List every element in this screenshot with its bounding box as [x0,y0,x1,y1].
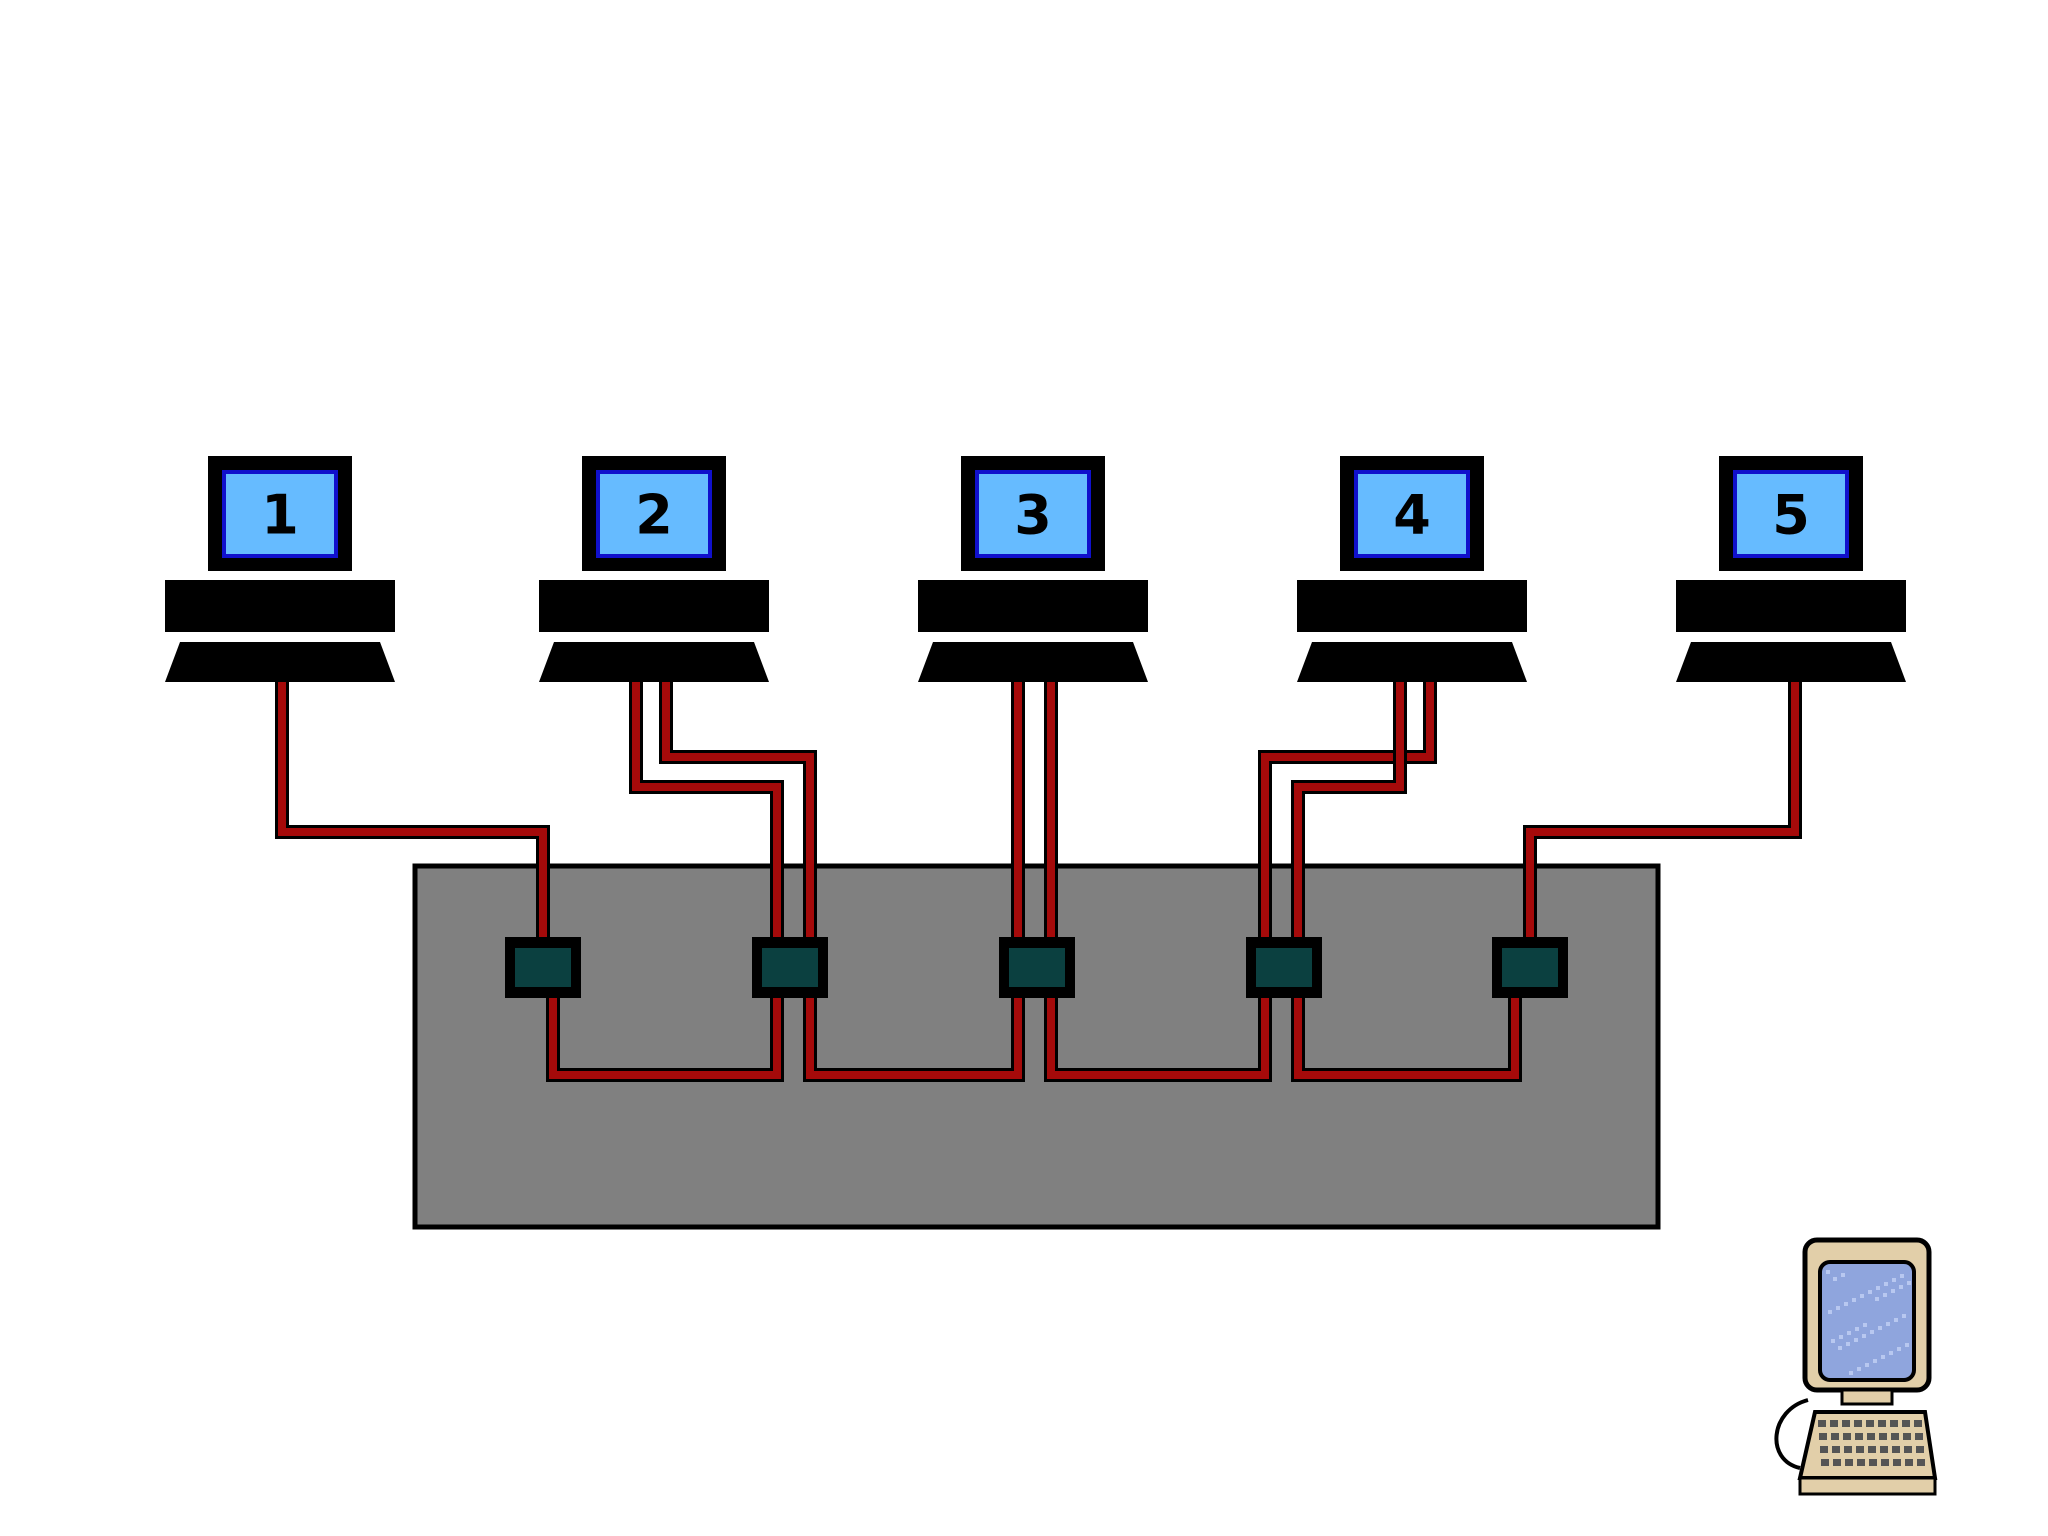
hub-layer [412,863,1661,1230]
system-unit [165,580,395,632]
system-unit [918,580,1148,632]
keyboard [918,642,1148,682]
hub-box [412,863,1661,1230]
computer-4: 4 [1297,456,1527,682]
computer-label: 4 [1393,484,1431,547]
computer-3: 3 [918,456,1148,682]
cable [1291,682,1407,945]
cable [275,682,550,945]
system-unit [539,580,769,632]
monitor-screen [1733,470,1849,558]
computers-layer: 1 2 3 4 5 [165,456,1906,682]
cable [1044,990,1272,1082]
cable [629,682,784,945]
cable [1291,990,1522,1082]
retro-computer-icon [1774,1237,1938,1496]
cable [803,990,1025,1082]
computer-5: 5 [1676,456,1906,682]
computer-label: 3 [1014,484,1052,547]
keyboard [539,642,769,682]
monitor-screen [975,470,1091,558]
hub-port-1 [505,937,581,998]
cable [1258,682,1437,945]
cables-layer [275,682,1802,1082]
system-unit [1676,580,1906,632]
computer-label: 5 [1772,484,1810,547]
cable [1523,682,1802,945]
computer-label: 2 [635,484,673,547]
cable [659,682,817,945]
hub-port-4 [1246,937,1322,998]
monitor-screen [1354,470,1470,558]
computer-1: 1 [165,456,395,682]
computer-label: 1 [261,484,299,547]
keyboard [1297,642,1527,682]
cable [546,990,784,1082]
keyboard [1676,642,1906,682]
hub-port-3 [999,937,1075,998]
monitor-screen [596,470,712,558]
computer-2: 2 [539,456,769,682]
hub-port-5 [1492,937,1568,998]
monitor-screen [222,470,338,558]
hub-port-2 [752,937,828,998]
ports-layer [505,937,1568,998]
system-unit [1297,580,1527,632]
keyboard [165,642,395,682]
